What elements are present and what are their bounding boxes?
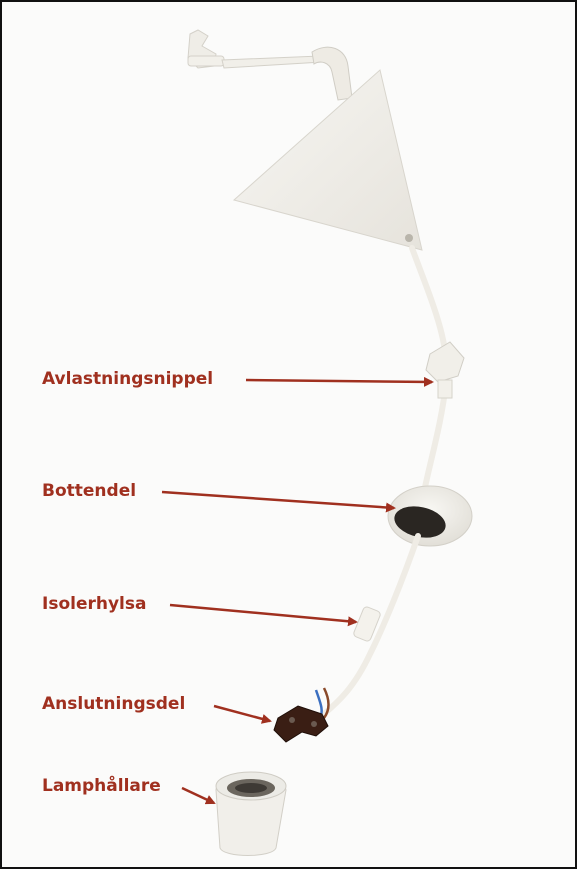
arrow-relief-nipple: [246, 380, 432, 382]
bottom-part-cup: [388, 486, 472, 546]
arrow-bottom-part: [162, 492, 394, 508]
arrow-insulating-sleeve: [170, 605, 356, 622]
label-insulating-sleeve: Isolerhylsa: [42, 594, 146, 614]
label-connector: Anslutningsdel: [42, 694, 185, 714]
ceiling-hook: [188, 30, 352, 100]
relief-nipple: [426, 342, 464, 398]
lamp-holder: [216, 772, 286, 856]
arrow-connector: [214, 706, 270, 721]
label-bottom-part: Bottendel: [42, 481, 136, 501]
label-relief-nipple: Avlastningsnippel: [42, 369, 213, 389]
ceiling-cone: [234, 70, 422, 250]
label-lamp-holder: Lamphållare: [42, 776, 161, 796]
arrow-lamp-holder: [182, 788, 214, 803]
connector-block: [274, 688, 329, 742]
